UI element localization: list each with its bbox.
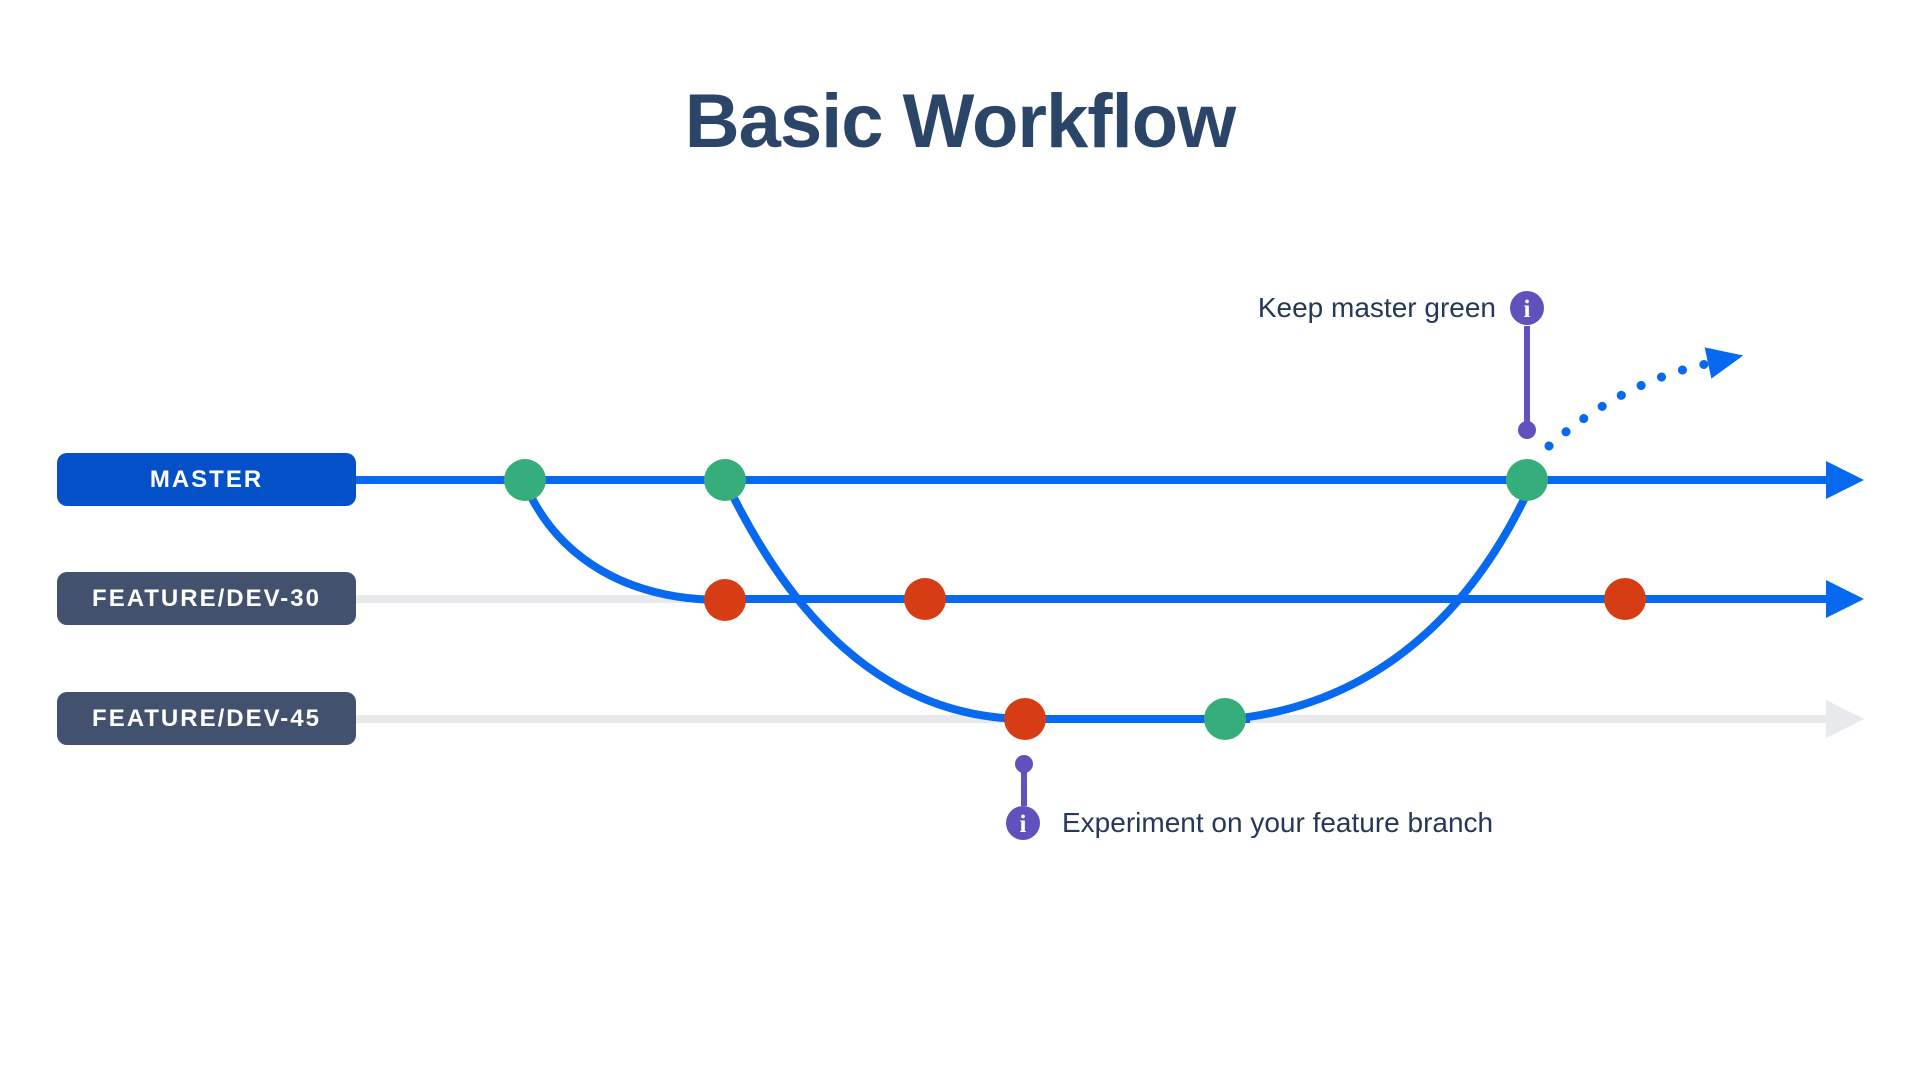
branch-chip-dev30-label: FEATURE/DEV-30 (92, 584, 321, 612)
commit-dot-green-master (704, 459, 746, 501)
dev30-arrowhead-icon (1826, 580, 1864, 618)
future-arrowhead-icon (1704, 347, 1744, 379)
commit-dot-red-feature-dev-45 (1004, 698, 1046, 740)
info-icon-circle (1510, 291, 1544, 325)
commit-dot-green-feature-dev-45 (1204, 698, 1246, 740)
info-icon-circle (1006, 806, 1040, 840)
branch-curve-master-to-dev30 (521, 482, 723, 604)
annotation-keep-master-green: Keep master green (1257, 292, 1496, 323)
merge-curve-dev45-to-master (1231, 487, 1533, 723)
future-dotted-arc (1544, 359, 1711, 451)
commit-dot-red-feature-dev-30 (904, 578, 946, 620)
dev45-arrowhead-icon (1826, 700, 1864, 738)
info-icon-glyph: i (1524, 296, 1531, 323)
commit-dot-red-feature-dev-30 (704, 579, 746, 621)
commit-dot-green-master (1506, 459, 1548, 501)
branch-chip-feature-dev-30: FEATURE/DEV-30 (57, 572, 356, 625)
commit-dot-green-master (504, 459, 546, 501)
branch-chip-master-label: MASTER (149, 465, 264, 493)
info-icon[interactable]: i (1006, 806, 1040, 840)
branch-chip-feature-dev-45: FEATURE/DEV-45 (57, 692, 356, 745)
info-icon-glyph: i (1020, 811, 1027, 838)
info-icon[interactable]: i (1510, 291, 1544, 325)
commit-dot-red-feature-dev-30 (1604, 578, 1646, 620)
page-title: Basic Workflow (684, 79, 1237, 164)
annotation-experiment-feature-branch: Experiment on your feature branch (1062, 807, 1494, 838)
commit-dots-layer (504, 459, 1646, 740)
branch-curve-master-to-dev45 (723, 482, 1029, 723)
branch-chip-dev45-label: FEATURE/DEV-45 (92, 704, 321, 732)
annotation-anchor-dot-master (1518, 421, 1536, 439)
master-arrowhead-icon (1826, 461, 1864, 499)
branch-chip-master: MASTER (57, 453, 356, 506)
